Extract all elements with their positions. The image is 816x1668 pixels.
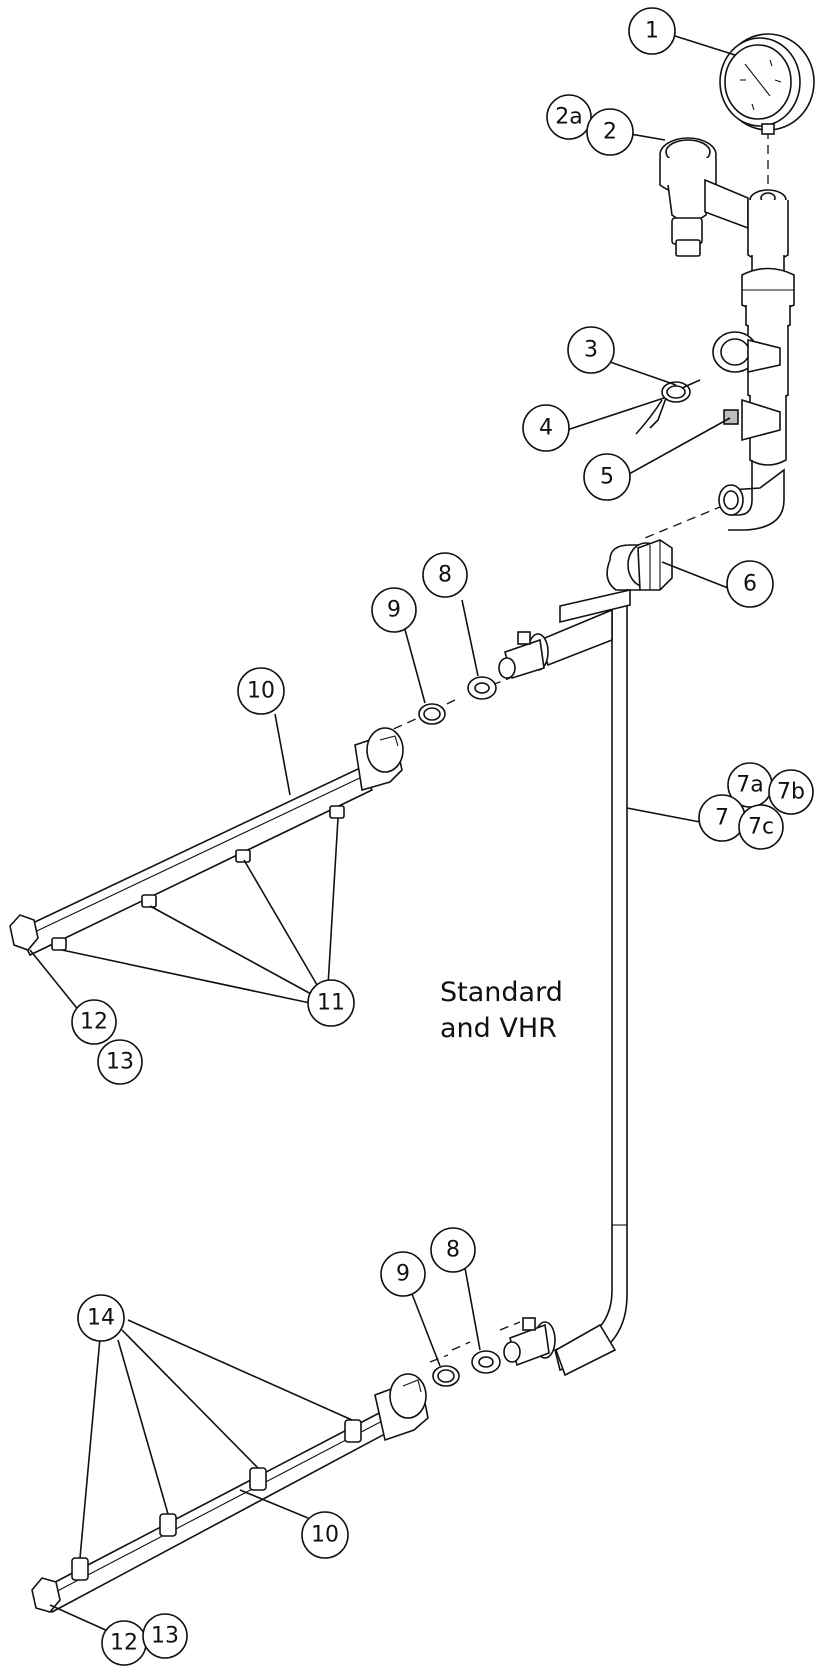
callout-13-top-label: 13 [106, 1050, 134, 1075]
callout-9-bottom-label: 9 [396, 1262, 410, 1287]
callout-4: 4 [522, 404, 570, 452]
leader-lines [29, 35, 736, 1633]
spray-bar-bottom [31, 1373, 429, 1614]
callout-4-label: 4 [539, 416, 553, 441]
alignment-lines [379, 130, 769, 1363]
o-ring-9-top [418, 703, 446, 725]
callout-9-top-label: 9 [387, 598, 401, 623]
callout-2a-label: 2a [555, 105, 582, 130]
callout-11-label: 11 [317, 991, 345, 1016]
lower-quick-connect [503, 1317, 617, 1377]
caption-line-1: Standard [440, 977, 563, 1008]
spray-bar-top [9, 727, 404, 957]
callout-7c: 7c [738, 804, 784, 850]
callout-7a-label: 7a [736, 773, 763, 798]
callout-9-bottom: 9 [380, 1251, 426, 1297]
callout-10-top-label: 10 [247, 679, 275, 704]
tee-fitting [747, 189, 789, 281]
pressure-gauge [719, 33, 815, 135]
callout-7b: 7b [768, 769, 814, 815]
callout-11: 11 [307, 979, 355, 1027]
washer-8-bottom [471, 1350, 501, 1374]
callout-6-label: 6 [743, 572, 757, 597]
callout-14-label: 14 [87, 1306, 115, 1331]
callout-8-bottom-label: 8 [446, 1238, 460, 1263]
callout-5-label: 5 [600, 465, 614, 490]
callout-1-label: 1 [645, 19, 659, 44]
callout-6: 6 [726, 560, 774, 608]
callout-12-bottom: 12 [101, 1620, 147, 1666]
callout-14: 14 [77, 1294, 125, 1342]
callout-10-bottom-label: 10 [311, 1523, 339, 1548]
callout-13-bottom-label: 13 [151, 1624, 179, 1649]
upper-quick-connect [498, 608, 613, 680]
callout-3: 3 [567, 326, 615, 374]
callout-12-top: 12 [71, 999, 117, 1045]
callout-7a: 7a [727, 762, 773, 808]
nozzles-top [51, 805, 345, 951]
callout-5: 5 [583, 453, 631, 501]
callout-13-top: 13 [97, 1039, 143, 1085]
callout-2-label: 2 [603, 120, 617, 145]
callout-7c-label: 7c [748, 815, 774, 840]
callout-9-top: 9 [371, 587, 417, 633]
callout-10-bottom: 10 [301, 1511, 349, 1559]
adapter-fitting [606, 539, 673, 591]
riser-pipe [554, 588, 631, 1372]
callout-13-bottom: 13 [142, 1613, 188, 1659]
callout-7-label: 7 [715, 806, 729, 831]
elbow-fitting [718, 460, 785, 531]
union-fitting [741, 267, 795, 332]
callout-8-top-label: 8 [438, 563, 452, 588]
callout-2: 2 [586, 108, 634, 156]
washer-8-top [467, 676, 497, 700]
relief-valve [659, 137, 749, 257]
callout-1: 1 [628, 7, 676, 55]
callout-7: 7 [698, 794, 746, 842]
temperature-probe [635, 379, 701, 435]
callout-8-bottom: 8 [430, 1227, 476, 1273]
callout-12-top-label: 12 [80, 1010, 108, 1035]
ball-valve-body [723, 395, 787, 466]
callout-12-bottom-label: 12 [110, 1631, 138, 1656]
o-ring-9-bottom [432, 1365, 460, 1387]
callout-7b-label: 7b [777, 780, 805, 805]
callout-10-top: 10 [237, 667, 285, 715]
callout-8-top: 8 [422, 552, 468, 598]
callout-3-label: 3 [584, 338, 598, 363]
cross-fitting [712, 325, 789, 402]
callout-2a: 2a [546, 94, 592, 140]
caption-line-2: and VHR [440, 1013, 557, 1044]
